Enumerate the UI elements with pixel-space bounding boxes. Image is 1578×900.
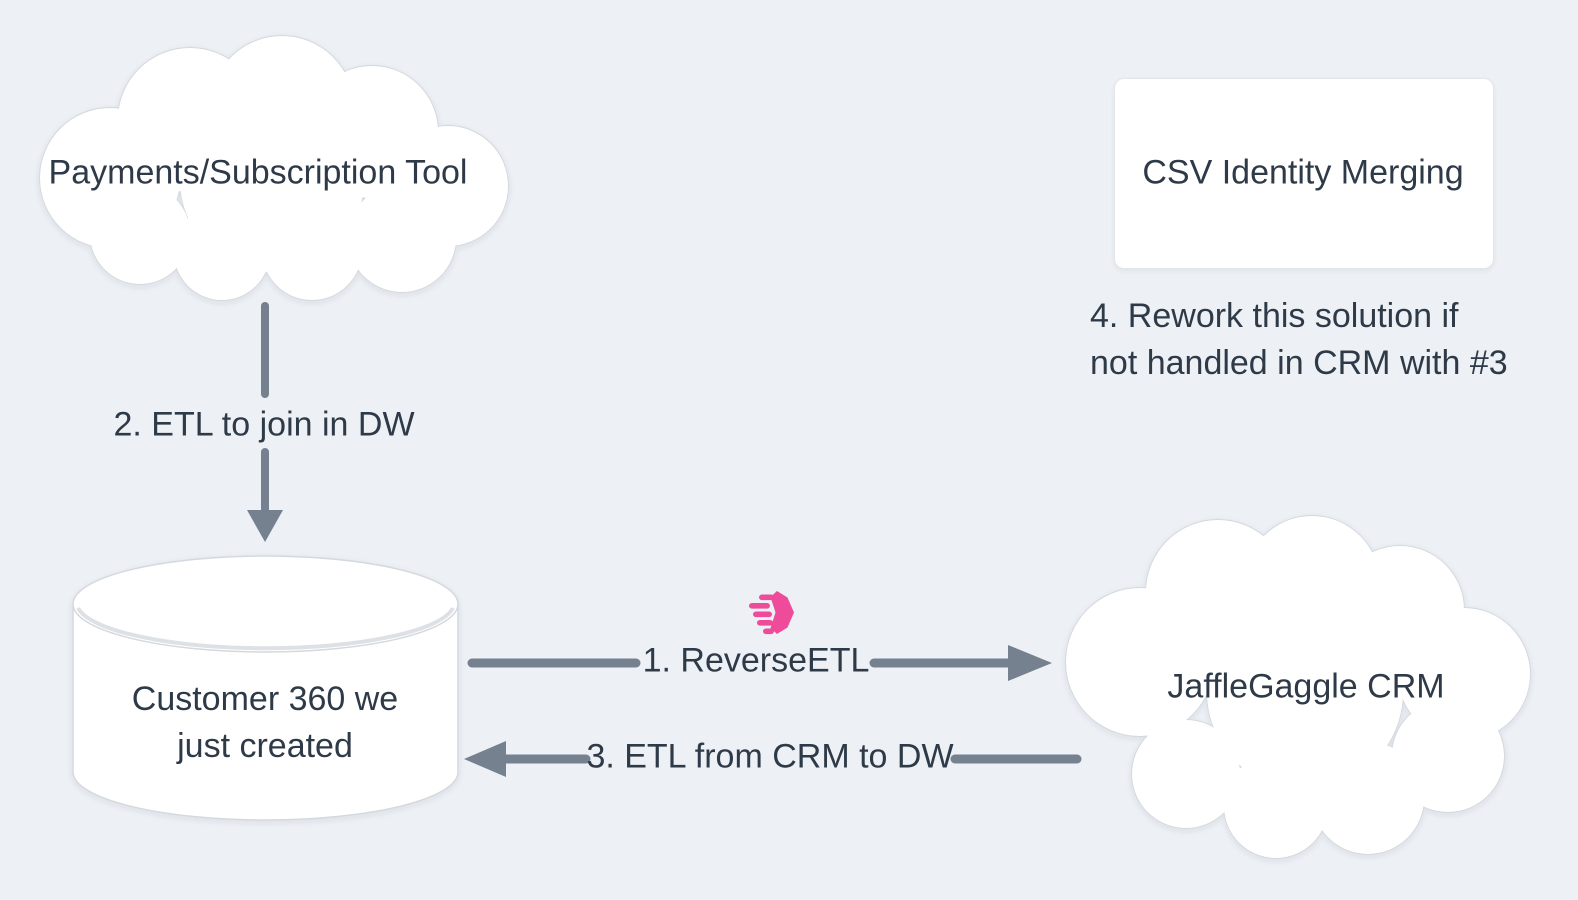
label-edge-step2: 2. ETL to join in DW [113,405,415,444]
database-customer-360 [72,555,459,821]
rect-csv-identity-merging [1114,78,1494,269]
annotation-step4-line1: 4. Rework this solution if [1090,297,1459,335]
label-customer-360: Customer 360 we just created [132,676,398,770]
label-edge-step1: 1. ReverseETL [642,641,870,680]
label-edge-step3: 3. ETL from CRM to DW [586,737,954,776]
arrow-step3-etl-from-crm [464,741,1082,777]
arrow-step2-etl-to-dw [247,302,283,542]
label-jafflegaggle-crm: JaffleGaggle CRM [1167,667,1445,706]
label-customer-360-line1: Customer 360 we [131,680,399,718]
label-payments-tool: Payments/Subscription Tool [48,153,468,192]
arrow-step1-reverse-etl [467,645,1052,681]
label-csv-identity-merging: CSV Identity Merging [1142,153,1464,192]
hightouch-logo-icon [749,591,794,635]
annotation-step4: 4. Rework this solution if not handled i… [1090,293,1508,387]
annotation-step4-line2: not handled in CRM with #3 [1090,344,1508,382]
label-customer-360-line2: just created [177,727,353,765]
